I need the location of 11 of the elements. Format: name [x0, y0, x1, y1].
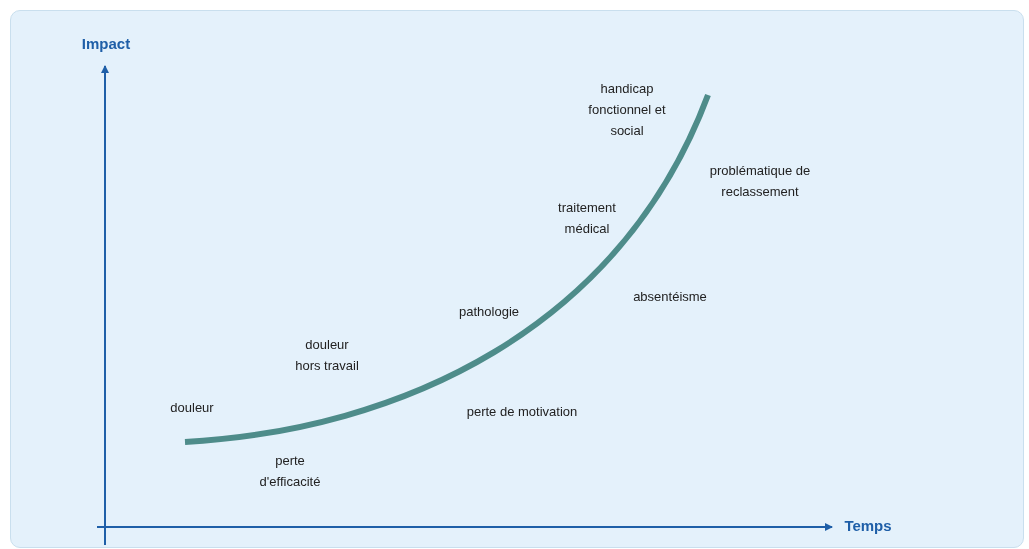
axis-title: Temps: [843, 516, 893, 536]
curve-label: douleur: [169, 399, 215, 417]
curve-label: perte d'efficacité: [258, 452, 322, 491]
curve-label: perte de motivation: [465, 403, 579, 421]
curve-label: absentéisme: [632, 288, 708, 306]
curve-label: handicap fonctionnel et social: [587, 80, 667, 140]
curve-label: traitement médical: [557, 199, 617, 238]
curve-label: douleur hors travail: [294, 336, 360, 375]
curve-label: problématique de reclassement: [708, 162, 812, 201]
axis-title: Impact: [80, 34, 132, 54]
curve-label: pathologie: [458, 303, 520, 321]
